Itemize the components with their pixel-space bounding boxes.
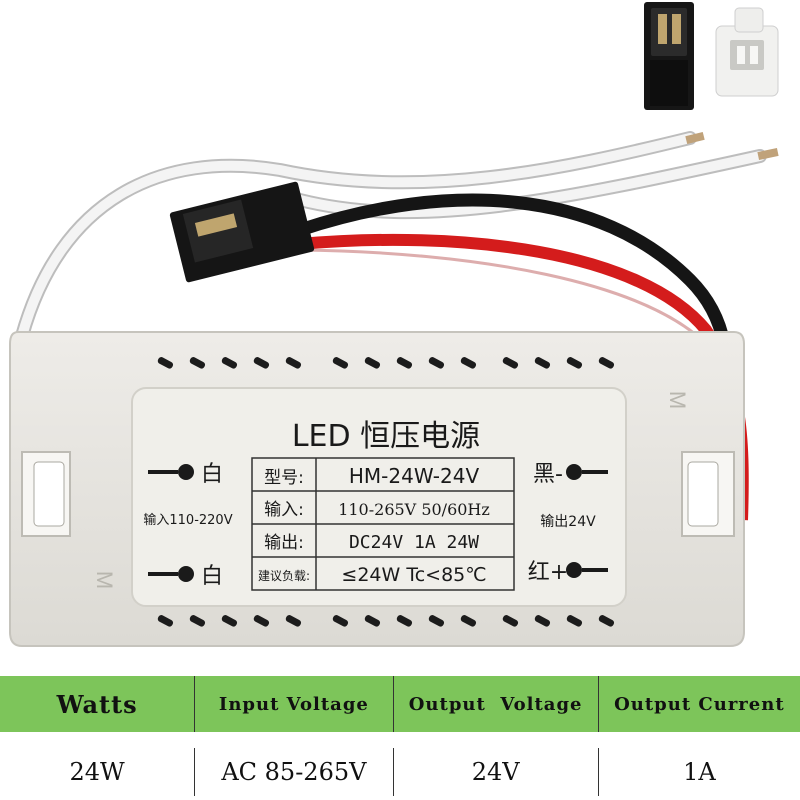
- spec-value-input: 110-265V 50/60Hz: [338, 500, 490, 519]
- spec-table-header-row: Watts Input Voltage Output Voltage Outpu…: [0, 676, 800, 732]
- terminal-right-bottom-label: 红+: [528, 560, 568, 585]
- header-watts: Watts: [56, 689, 138, 719]
- value-output-voltage: 24V: [392, 748, 598, 796]
- value-watts: 24W: [69, 758, 125, 786]
- header-output-voltage: Output Voltage: [392, 676, 598, 732]
- spec-key-model: 型号:: [264, 468, 304, 488]
- header-input-voltage: Input Voltage: [194, 676, 392, 732]
- spec-value-load: ≤24W Tc<85℃: [341, 564, 486, 586]
- label-title: LED 恒压电源: [292, 419, 480, 454]
- header-output-current: Output Current: [597, 676, 800, 732]
- side-mark-right: M: [665, 391, 690, 409]
- label-panel: LED 恒压电源 型号: HM-24W-24V 输入: 110-265V 50/…: [131, 387, 627, 607]
- spec-table-value-row: 24W AC 85-265V 24V 1A: [0, 748, 800, 796]
- spec-key-load: 建议负载:: [258, 569, 310, 583]
- connector-black: [169, 181, 315, 283]
- output-voltage-note: 输出24V: [540, 514, 596, 530]
- vent-slots: [157, 357, 615, 627]
- spec-table: Watts Input Voltage Output Voltage Outpu…: [0, 672, 800, 800]
- terminal-right-top-label: 黑-: [533, 462, 563, 487]
- connector-inset-black: [644, 2, 694, 110]
- spec-key-output: 输出:: [264, 533, 304, 553]
- terminal-left-top: [148, 464, 194, 480]
- spec-value-model: HM-24W-24V: [349, 464, 480, 488]
- terminal-left-bottom: [148, 566, 194, 582]
- terminal-left-bottom-label: 白: [201, 564, 223, 589]
- spec-key-input: 输入:: [264, 500, 304, 520]
- value-input-voltage: AC 85-265V: [194, 748, 392, 796]
- spec-grid: [251, 457, 515, 591]
- terminal-right-top: [566, 464, 608, 480]
- connector-inset-white: [715, 7, 779, 97]
- terminal-right-bottom: [566, 562, 608, 578]
- side-mark-left: M: [92, 571, 117, 589]
- input-voltage-note: 输入110-220V: [143, 512, 232, 528]
- value-output-current: 1A: [597, 748, 800, 796]
- terminal-left-top-label: 白: [201, 462, 223, 487]
- product-photo: M M LED 恒压电源 型号: HM-24W-24V 输入: 110-265V…: [9, 2, 779, 647]
- spec-value-output: DC24V 1A 24W: [349, 532, 479, 553]
